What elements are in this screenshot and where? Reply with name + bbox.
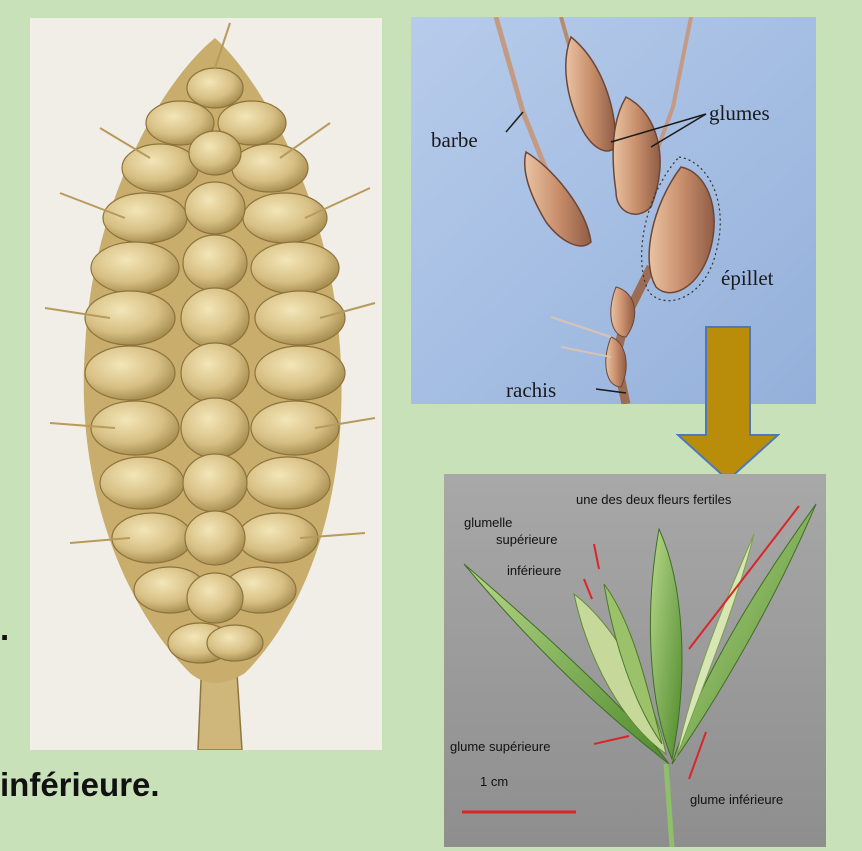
label-rachis: rachis [506, 378, 556, 402]
wheat-ear-photo [30, 18, 382, 750]
label-scale: 1 cm [480, 774, 508, 789]
wheat-ear-illustration [30, 18, 382, 750]
label-glume-superieure: glume supérieure [450, 739, 550, 754]
flower-detail-photo: une des deux fleurs fertiles glumelle su… [444, 474, 826, 847]
label-inferieure: inférieure [507, 563, 561, 578]
label-barbe: barbe [431, 128, 478, 152]
label-glumelle: glumelle [464, 515, 512, 530]
label-superieure: supérieure [496, 532, 557, 547]
flower-detail-illustration: une des deux fleurs fertiles glumelle su… [444, 474, 826, 847]
label-glume-inferieure: glume inférieure [690, 792, 783, 807]
label-fleurs-fertiles: une des deux fleurs fertiles [576, 492, 732, 507]
background-text-inferieure: inférieure. [0, 766, 160, 804]
background-text-fragment: . [0, 610, 9, 648]
label-epillet: épillet [721, 266, 774, 290]
down-arrow-icon [676, 325, 780, 482]
label-glumes: glumes [709, 101, 770, 125]
